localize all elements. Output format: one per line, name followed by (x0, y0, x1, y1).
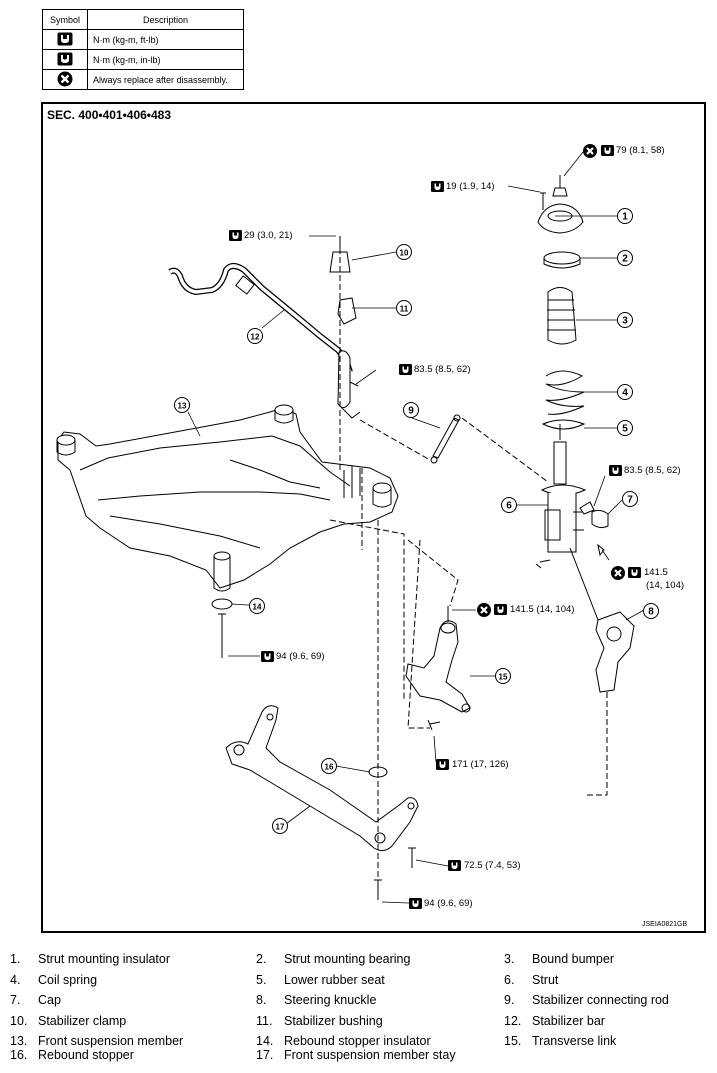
callout-circle (622, 491, 638, 507)
torque-wrench-icon (493, 603, 508, 616)
front-suspension-member (56, 404, 399, 658)
torque-label: 83.5 (8.5, 62) (624, 465, 681, 476)
stabilizer-clamp-bushing (329, 236, 361, 419)
always-replace-icon (475, 601, 493, 619)
torque-wrench-icon (435, 758, 450, 771)
part-item: 15.Transverse link (504, 1034, 617, 1048)
part-item: 11.Stabilizer bushing (256, 1014, 383, 1028)
callout-number: 3 (622, 316, 628, 327)
callout-circle (174, 397, 190, 413)
front-suspension-member-stay (225, 705, 419, 900)
callout-circle (249, 598, 265, 614)
part-item: 9.Stabilizer connecting rod (504, 993, 669, 1007)
callout-circle (617, 250, 633, 266)
callout-number: 14 (253, 603, 262, 612)
callout-number: 17 (276, 823, 285, 832)
callout-circle (495, 668, 511, 684)
callout-circle (403, 402, 419, 418)
part-item: 13.Front suspension member (10, 1034, 184, 1048)
callout-number: 2 (622, 254, 628, 265)
torque-label: 19 (1.9, 14) (446, 181, 495, 192)
figure-code: JSEIA0821GB (642, 921, 688, 928)
torque-label: 171 (17, 126) (452, 759, 509, 770)
part-item: 6.Strut (504, 973, 559, 987)
callout-number: 6 (506, 501, 512, 512)
callout-circle (321, 758, 337, 774)
callout-circle (617, 208, 633, 224)
torque-label: 29 (3.0, 21) (244, 230, 293, 241)
callout-number: 8 (648, 607, 654, 618)
torque-label: (14, 104) (646, 580, 685, 591)
torque-label: 79 (8.1, 58) (616, 145, 665, 156)
torque-wrench-icon (430, 180, 445, 193)
callout-number: 13 (178, 402, 187, 411)
part-item: 14.Rebound stopper insulator (256, 1034, 431, 1048)
torque-label: 141.5 (644, 567, 668, 578)
part-item: 8.Steering knuckle (256, 993, 377, 1007)
part-item: 5.Lower rubber seat (256, 973, 385, 987)
part-item: 10.Stabilizer clamp (10, 1014, 127, 1028)
torque-wrench-icon (447, 859, 462, 872)
torque-label: 94 (9.6, 69) (424, 898, 473, 909)
callout-number: 4 (622, 388, 628, 399)
stabilizer-bar (168, 263, 353, 373)
always-replace-icon (57, 71, 73, 86)
callout-circle (396, 244, 412, 260)
part-item: 16.Rebound stopper (10, 1048, 134, 1062)
part-item: 17.Front suspension member stay (256, 1048, 456, 1062)
torque-wrench-icon (608, 464, 623, 477)
torque-wrench-small-icon (57, 52, 73, 65)
callout-number: 1 (622, 212, 628, 223)
section-title: SEC. 400•401•406•483 (47, 108, 172, 122)
torque-label: 72.5 (7.4, 53) (464, 860, 521, 871)
torque-wrench-icon (57, 32, 73, 45)
torque-label: 83.5 (8.5, 62) (414, 364, 471, 375)
part-item: 12.Stabilizer bar (504, 1014, 605, 1028)
torque-wrench-icon (600, 144, 615, 157)
callout-circle (617, 384, 633, 400)
part-item: 7.Cap (10, 993, 61, 1007)
legend-row-text: Always replace after disassembly. (87, 69, 244, 90)
always-replace-icon (581, 142, 599, 160)
diagram-frame (41, 102, 706, 933)
callout-number: 15 (499, 673, 508, 682)
part-item: 2.Strut mounting bearing (256, 952, 411, 966)
callout-circle (247, 328, 263, 344)
torque-wrench-icon (627, 566, 642, 579)
torque-wrench-icon (228, 229, 243, 242)
transverse-link (405, 606, 471, 731)
callout-number: 5 (622, 424, 628, 435)
callout-circle (272, 818, 288, 834)
callout-circle (501, 497, 517, 513)
strut-assembly (535, 175, 609, 569)
torque-wrench-icon (260, 650, 275, 663)
symbol-legend: Symbol Description N·m (kg-m, ft-lb) N·m… (42, 9, 244, 90)
torque-wrench-icon (408, 897, 423, 910)
part-item: 1.Strut mounting insulator (10, 952, 171, 966)
callout-number: 7 (627, 495, 633, 506)
part-item: 4.Coil spring (10, 973, 98, 987)
callout-circle (617, 312, 633, 328)
callout-number: 11 (400, 305, 409, 314)
callout-number: 16 (325, 763, 334, 772)
always-replace-icon (609, 564, 627, 582)
callout-circle (396, 300, 412, 316)
torque-label: 141.5 (14, 104) (510, 604, 575, 615)
torque-wrench-icon (398, 363, 413, 376)
part-item: 3.Bound bumper (504, 952, 615, 966)
callout-number: 9 (408, 406, 414, 417)
callout-circle (643, 603, 659, 619)
steering-knuckle (569, 547, 635, 796)
callout-number: 10 (400, 249, 409, 258)
callout-circle (617, 420, 633, 436)
torque-label: 94 (9.6, 69) (276, 651, 325, 662)
stabilizer-connecting-rod (359, 414, 549, 483)
callout-number: 12 (251, 333, 260, 342)
